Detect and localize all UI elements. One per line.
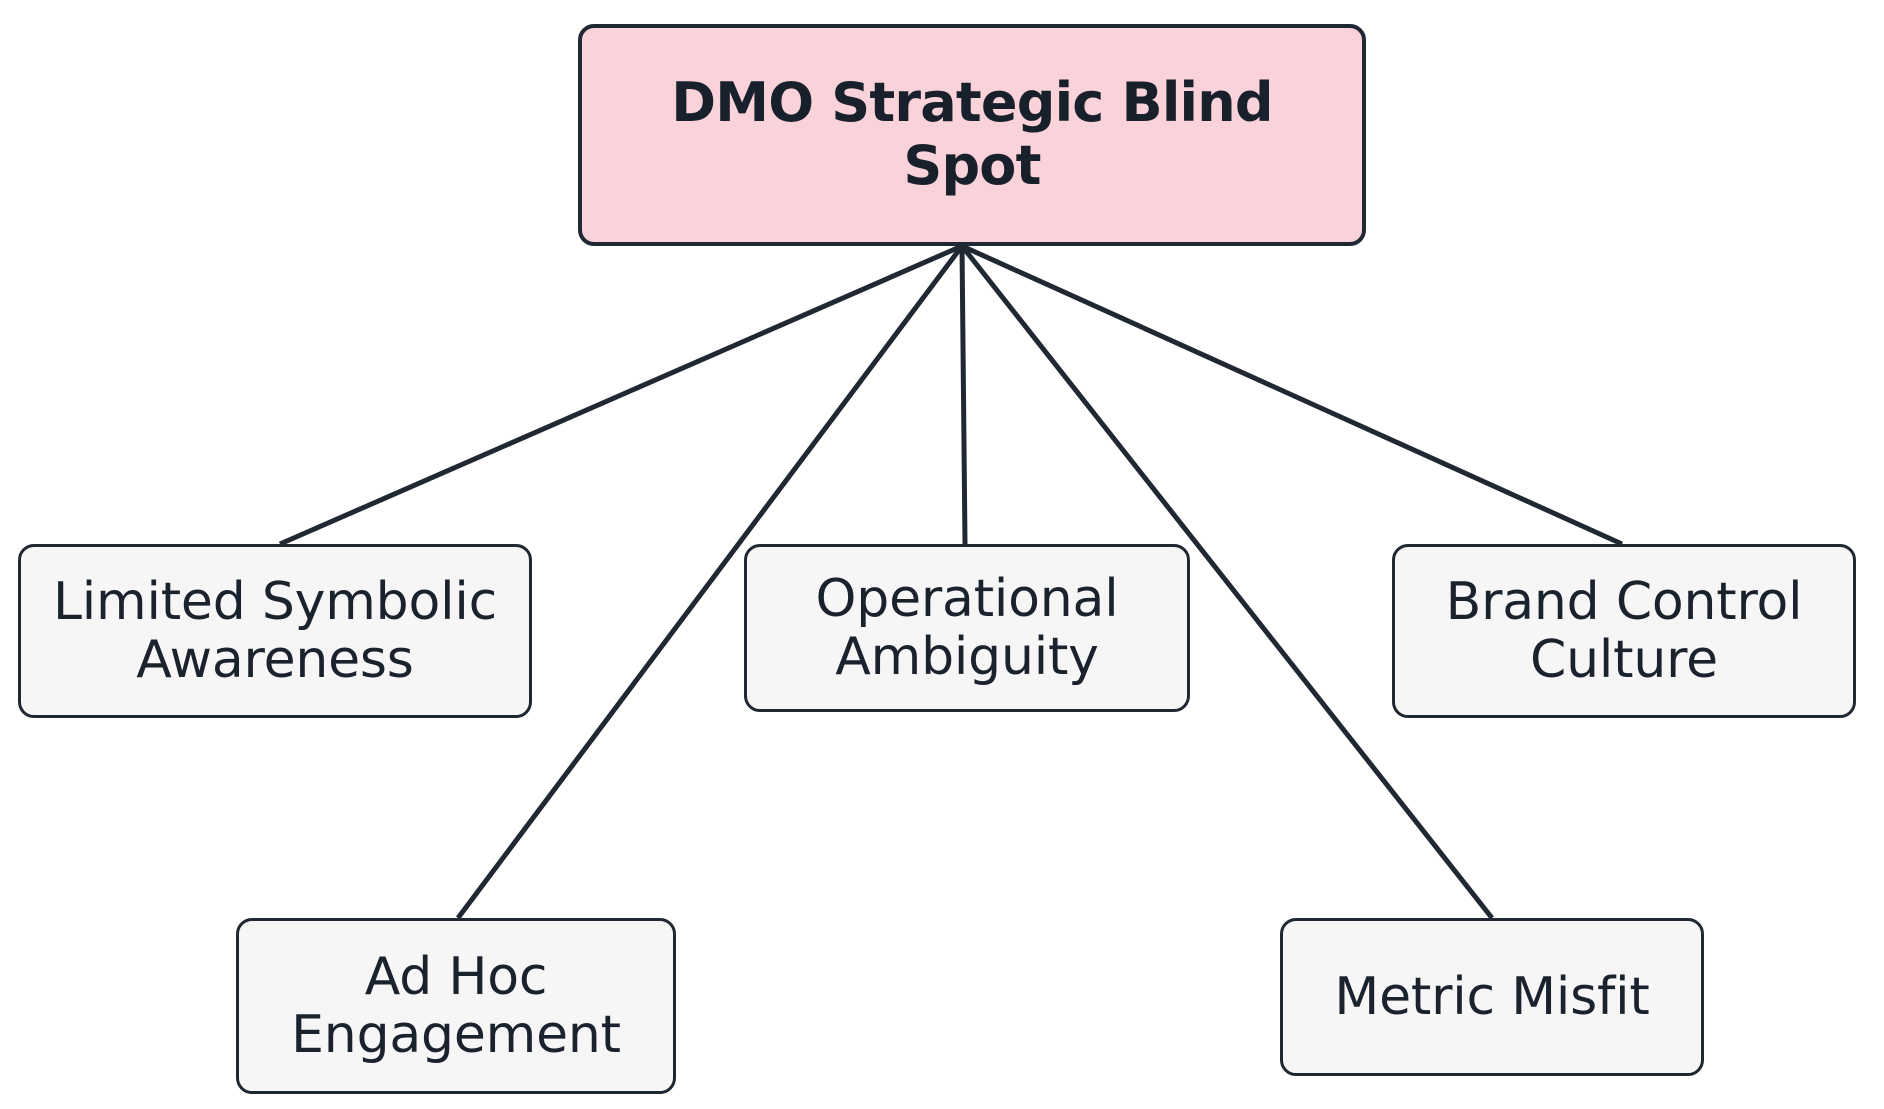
edge-root-to-brand-control-culture <box>960 243 1624 547</box>
node-brand-control-culture[interactable]: Brand Control Culture <box>1392 544 1856 718</box>
node-metric-misfit[interactable]: Metric Misfit <box>1280 918 1704 1076</box>
edge-root-to-limited-symbolic-awareness <box>278 243 964 547</box>
node-operational-ambiguity[interactable]: Operational Ambiguity <box>744 544 1190 712</box>
node-dmo-strategic-blind-spot[interactable]: DMO Strategic Blind Spot <box>578 24 1366 246</box>
node-limited-symbolic-awareness[interactable]: Limited Symbolic Awareness <box>18 544 532 718</box>
node-ad-hoc-engagement[interactable]: Ad Hoc Engagement <box>236 918 676 1094</box>
edge-root-to-operational-ambiguity <box>959 245 968 545</box>
